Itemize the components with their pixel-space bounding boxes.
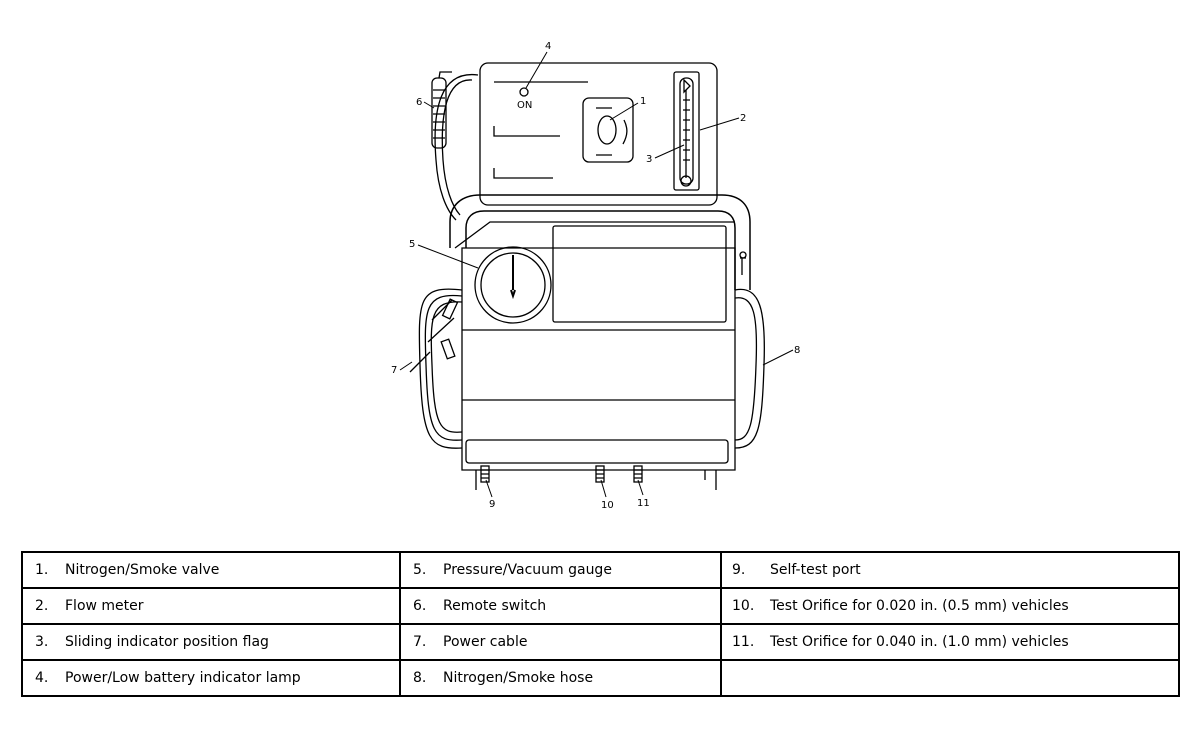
callout-1: 1: [640, 96, 646, 107]
legend-row: 1.Nitrogen/Smoke valve 5.Pressure/Vacuum…: [21, 551, 1180, 589]
legend-cell: 11.Test Orifice for 0.040 in. (1.0 mm) v…: [720, 623, 1180, 661]
callout-10: 10: [601, 500, 614, 511]
legend-cell: 5.Pressure/Vacuum gauge: [399, 551, 722, 589]
bottom-strip: [465, 439, 729, 464]
callout-2: 2: [740, 113, 746, 124]
parts-legend-table: 1.Nitrogen/Smoke valve 5.Pressure/Vacuum…: [21, 551, 1180, 697]
top-panel: [552, 225, 727, 323]
on-label: ON: [517, 100, 532, 111]
legend-cell: 6.Remote switch: [399, 587, 722, 625]
legend-cell: 2.Flow meter: [21, 587, 401, 625]
callout-9: 9: [489, 499, 495, 510]
nitrogen-smoke-hose-coil: [734, 288, 765, 449]
legend-row: 3.Sliding indicator position flag 7.Powe…: [21, 623, 1180, 661]
legend-row: 2.Flow meter 6.Remote switch 10.Test Ori…: [21, 587, 1180, 625]
evap-smoke-tester-diagram: ON 1 2 3 4 5 6 7 8 9 10 11: [391, 41, 800, 511]
callout-11: 11: [637, 498, 650, 509]
legend-cell: 8.Nitrogen/Smoke hose: [399, 659, 722, 697]
callout-8: 8: [794, 345, 800, 356]
callout-7: 7: [391, 365, 397, 376]
upper-hose-coil: [434, 74, 479, 221]
flow-meter: [673, 71, 700, 191]
callout-6: 6: [416, 97, 422, 108]
upper-control-panel: [479, 62, 718, 206]
power-indicator-lamp: [519, 87, 529, 97]
legend-cell: 1.Nitrogen/Smoke valve: [21, 551, 401, 589]
callout-3: 3: [646, 154, 652, 165]
carry-handle: [449, 194, 751, 290]
legend-cell: [720, 659, 1180, 697]
pressure-vacuum-gauge: [474, 246, 552, 324]
legend-cell: 7.Power cable: [399, 623, 722, 661]
legend-row: 4.Power/Low battery indicator lamp 8.Nit…: [21, 659, 1180, 697]
legend-cell: 3.Sliding indicator position flag: [21, 623, 401, 661]
legend-cell: 9.Self-test port: [720, 551, 1180, 589]
nitrogen-smoke-valve: [582, 97, 634, 163]
power-cable-coil: [418, 288, 463, 449]
main-body: [461, 247, 736, 471]
callout-4: 4: [545, 41, 551, 52]
legend-cell: 4.Power/Low battery indicator lamp: [21, 659, 401, 697]
legend-cell: 10.Test Orifice for 0.020 in. (0.5 mm) v…: [720, 587, 1180, 625]
callout-5: 5: [409, 239, 415, 250]
